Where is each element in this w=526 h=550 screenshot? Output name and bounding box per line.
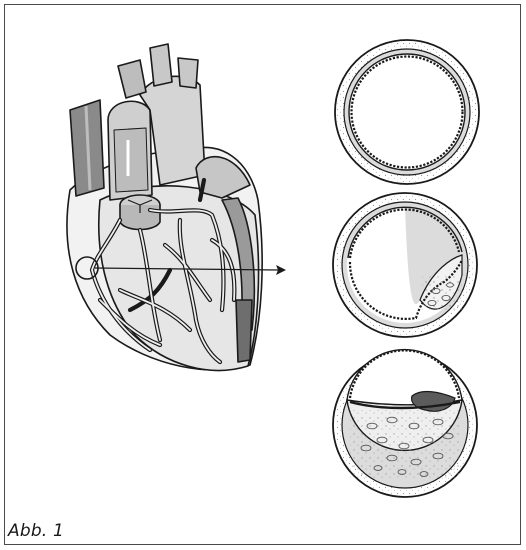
partially-narrowed-artery [333, 193, 477, 337]
brachiocephalic-artery [118, 60, 146, 98]
heart [67, 44, 262, 370]
healthy-artery [335, 40, 479, 184]
severely-narrowed-artery [333, 350, 477, 497]
subclavian-artery [178, 58, 198, 88]
carotid-artery [150, 44, 172, 86]
figure-caption: Abb. 1 [8, 521, 64, 541]
